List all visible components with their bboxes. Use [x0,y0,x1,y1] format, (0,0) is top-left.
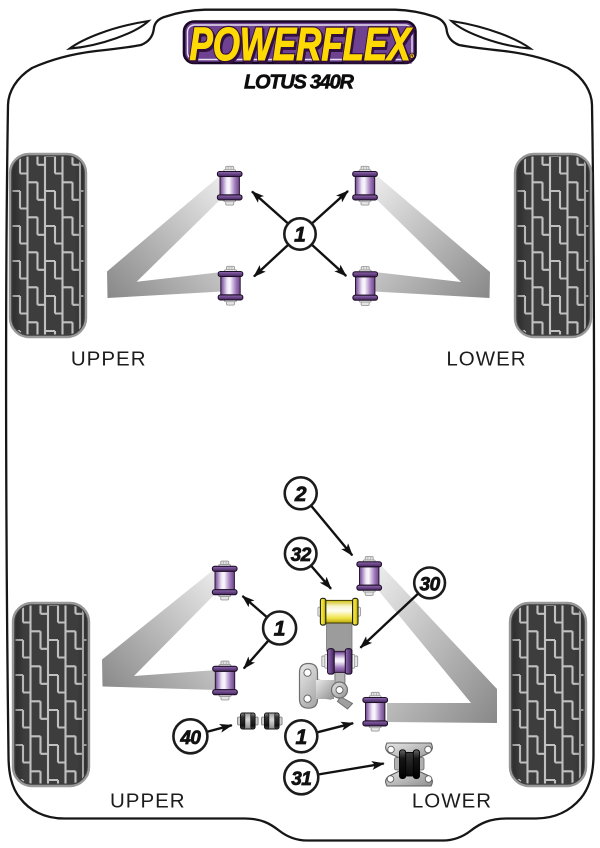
svg-text:POWERFLEX: POWERFLEX [191,20,414,72]
svg-text:UPPER: UPPER [71,348,147,371]
svg-text:2: 2 [294,483,307,506]
svg-text:1: 1 [274,618,286,641]
svg-text:LOWER: LOWER [446,348,526,371]
svg-text:31: 31 [291,769,311,790]
svg-text:1: 1 [295,726,307,749]
svg-text:POWERFLEX: POWERFLEX [190,18,413,70]
svg-text:LOWER: LOWER [412,790,492,813]
svg-text:32: 32 [291,545,312,566]
svg-text:UPPER: UPPER [110,790,186,813]
svg-text:LOTUS 340R: LOTUS 340R [244,71,355,93]
svg-text:R: R [410,54,414,60]
svg-text:POWERFLEX: POWERFLEX [190,18,413,70]
svg-text:30: 30 [420,574,441,595]
svg-text:1: 1 [294,224,306,247]
svg-text:40: 40 [179,728,201,749]
